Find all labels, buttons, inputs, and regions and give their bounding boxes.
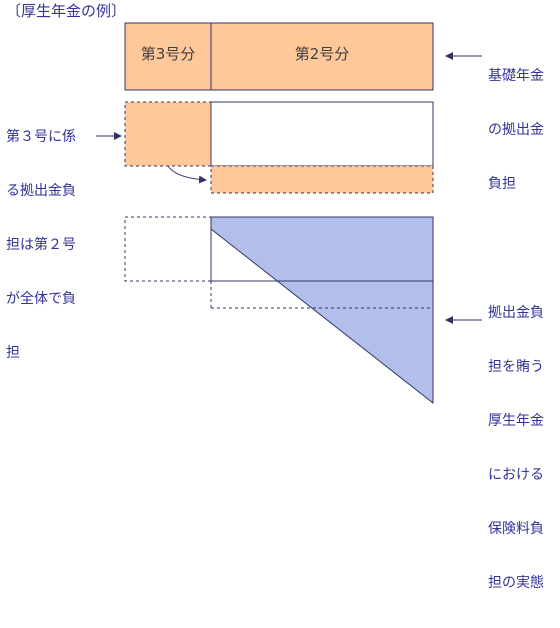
annotation-line: 負担 [488,176,516,192]
shifted-burden-strip [210,165,434,194]
ghost-no3-block [124,216,212,282]
annotation-line: が全体で負 [6,291,76,307]
no2-segment-label: 第2号分 [294,45,350,63]
annotation-actual-burden: 拠出金負 担を賄う 厚生年金 における 保険料負 担の実態 [488,268,544,628]
pension-burden-diagram: 〔厚生年金の例〕 第3号分 第2号分 基礎年金 の拠出金 負担 [6,2,544,591]
annotation-line: 第３号に係 [6,129,76,145]
annotation-line: における [488,467,544,483]
annotation-line: 担の実態 [488,575,544,591]
annotation-no3-burden: 第３号に係 る拠出金負 担は第２号 が全体で負 担 [6,92,76,398]
annotation-line: る拠出金負 [6,183,76,199]
no3-segment-label: 第3号分 [140,45,196,63]
no2-body-block [210,101,434,167]
annotation-line: 拠出金負 [488,305,544,321]
shift-arrow [167,165,207,184]
annotation-line: 担を賄う [488,359,544,375]
annotation-line: の拠出金 [488,122,544,138]
annotation-line: 厚生年金 [488,413,544,429]
actual-burden-triangle [210,216,434,405]
annotation-basic-pension: 基礎年金 の拠出金 負担 [488,31,544,229]
annotation-line: 担 [6,345,20,361]
annotation-line: 担は第２号 [6,237,76,253]
bar-no2-segment [210,22,434,91]
annotation-line: 基礎年金 [488,68,544,84]
diagram-canvas [96,22,482,405]
no3-burden-block [124,101,212,167]
diagram-title: 〔厚生年金の例〕 [6,2,127,20]
annotation-line: 保険料負 [488,521,544,537]
